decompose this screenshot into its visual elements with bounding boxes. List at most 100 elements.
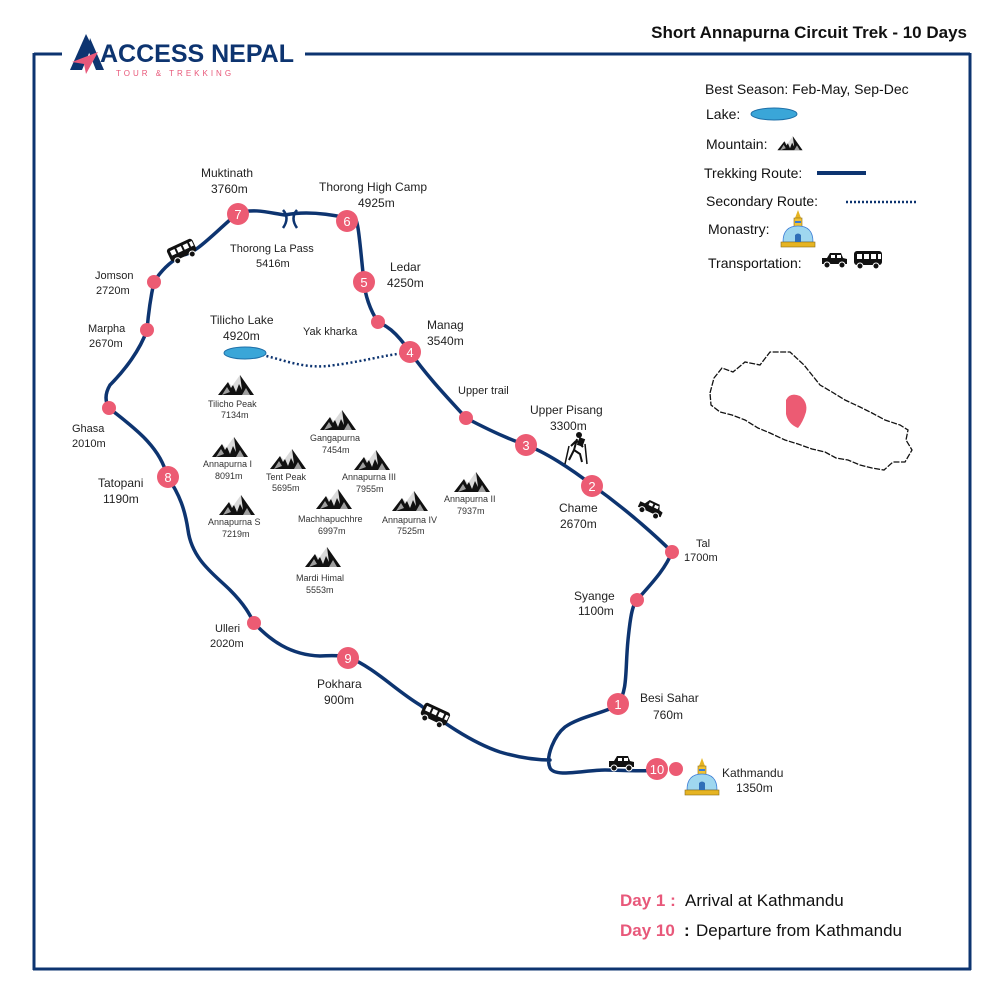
stop-tatopani-alt: 1190m xyxy=(103,492,139,506)
legend-trekking-route-label: Trekking Route: xyxy=(704,165,802,181)
mountain-icon xyxy=(777,136,803,151)
stop-pokhara-alt: 900m xyxy=(324,693,354,707)
waypoint-syange xyxy=(630,593,644,607)
secondary-route xyxy=(261,351,406,368)
mountain-alt: 7134m xyxy=(221,410,249,420)
waypoint-ulleri xyxy=(247,616,261,630)
mountain-name: Tilicho Peak xyxy=(208,399,257,409)
mountain-icon xyxy=(218,375,254,395)
stop-chame-alt: 2670m xyxy=(560,517,597,531)
legend-lake-label: Lake: xyxy=(706,106,740,122)
stop-thorong-high-camp-name: Thorong High Camp xyxy=(319,180,427,194)
stupa-icon xyxy=(684,757,720,796)
day-marker-kathmandu: 10 xyxy=(646,758,668,780)
stop-upper-trail-name: Upper trail xyxy=(458,385,509,397)
day-marker-tatopani: 8 xyxy=(157,466,179,488)
stop-ghasa-alt: 2010m xyxy=(72,438,106,450)
day1-text: Arrival at Kathmandu xyxy=(685,891,844,910)
marker-number: 8 xyxy=(164,470,171,485)
mountain-alt: 7937m xyxy=(457,506,485,516)
legend-monastery-label: Monastry: xyxy=(708,221,769,237)
mountain-name: Annapurna I xyxy=(203,459,252,469)
waypoint-jomson xyxy=(147,275,161,289)
marker-number: 5 xyxy=(360,275,367,290)
mountain-icon xyxy=(219,495,255,515)
stop-marpha-name: Marpha xyxy=(88,323,126,335)
stop-marpha-alt: 2670m xyxy=(89,338,123,350)
lake-icon xyxy=(223,346,267,360)
day-markers: 10 1 2 3 4 5 6 7 8 9 xyxy=(157,203,668,780)
marker-number: 1 xyxy=(614,697,621,712)
stop-tatopani-name: Tatopani xyxy=(98,476,143,490)
stop-labels: Kathmandu 1350m Besi Sahar 760m Syange 1… xyxy=(72,166,783,795)
marker-circle xyxy=(581,475,603,497)
day-marker-chame: 2 xyxy=(581,475,603,497)
lake-icon xyxy=(750,107,798,121)
mountains: Tilicho Peak 7134m Gangapurna 7454m Anna… xyxy=(203,375,496,595)
legend-transportation-label: Transportation: xyxy=(708,255,802,271)
stop-yak-kharka-name: Yak kharka xyxy=(303,326,358,338)
bus-icon xyxy=(853,250,883,270)
mountain-name: Gangapurna xyxy=(310,433,360,443)
stop-jomson-alt: 2720m xyxy=(96,285,130,297)
mountain-alt: 7219m xyxy=(222,529,250,539)
stop-tilicho-lake-alt: 4920m xyxy=(223,329,260,343)
day-marker-thorong-high-camp: 6 xyxy=(336,210,358,232)
legend: Best Season: Feb-May, Sep-Dec Lake: Moun… xyxy=(704,81,918,271)
stop-kathmandu-alt: 1350m xyxy=(736,781,773,795)
waypoint-ghasa xyxy=(102,401,116,415)
marker-number: 3 xyxy=(522,438,529,453)
pass-icon xyxy=(281,209,299,229)
mountain-name: Annapurna IV xyxy=(382,515,437,525)
stop-pokhara-name: Pokhara xyxy=(317,677,362,691)
mountain-icon xyxy=(454,472,490,492)
stop-syange-alt: 1100m xyxy=(578,604,614,618)
mountain-name: Machhapuchhre xyxy=(298,514,363,524)
jeep-icon xyxy=(635,496,666,522)
day-marker-muktinath: 7 xyxy=(227,203,249,225)
waypoint-yak-kharka xyxy=(371,315,385,329)
mountain-alt: 5695m xyxy=(272,483,300,493)
mountain-icon xyxy=(392,491,428,511)
mountain-icon xyxy=(316,489,352,509)
frame xyxy=(32,52,972,971)
marker-circle xyxy=(399,341,421,363)
stop-jomson-name: Jomson xyxy=(95,270,134,282)
stop-thorong-la-name: Thorong La Pass xyxy=(230,243,314,255)
stop-ledar-alt: 4250m xyxy=(387,276,424,290)
mountain-name: Tent Peak xyxy=(266,472,307,482)
marker-circle xyxy=(227,203,249,225)
mountain-name: Annapurna II xyxy=(444,494,496,504)
marker-number: 2 xyxy=(588,479,595,494)
stop-ulleri-alt: 2020m xyxy=(210,638,244,650)
stop-chame-name: Chame xyxy=(559,501,598,515)
marker-number: 10 xyxy=(650,762,664,777)
waypoint-markers xyxy=(102,275,683,776)
stop-ledar-name: Ledar xyxy=(390,260,421,274)
best-season: Best Season: Feb-May, Sep-Dec xyxy=(705,81,909,97)
map-title: Short Annapurna Circuit Trek - 10 Days xyxy=(651,23,967,42)
waypoint-marpha xyxy=(140,323,154,337)
mountain-alt: 7955m xyxy=(356,484,384,494)
marker-number: 9 xyxy=(344,651,351,666)
legend-secondary-route-label: Secondary Route: xyxy=(706,193,818,209)
marker-number: 4 xyxy=(406,345,413,360)
day-marker-pokhara: 9 xyxy=(337,647,359,669)
company-logo: ACCESS NEPAL TOUR & TREKKING xyxy=(70,34,294,78)
stop-syange-name: Syange xyxy=(574,589,615,603)
mountain-icon xyxy=(305,547,341,567)
stop-kathmandu-name: Kathmandu xyxy=(722,766,783,780)
stop-manag-name: Manag xyxy=(427,318,464,332)
waypoint-upper-trail xyxy=(459,411,473,425)
stop-upper-pisang-name: Upper Pisang xyxy=(530,403,603,417)
mountain-icon xyxy=(320,410,356,430)
stop-tal-name: Tal xyxy=(696,538,710,550)
waypoint-kathmandu-dot xyxy=(669,762,683,776)
marker-circle xyxy=(646,758,668,780)
marker-circle xyxy=(337,647,359,669)
legend-mountain-label: Mountain: xyxy=(706,136,767,152)
mountain-icon xyxy=(354,450,390,470)
marker-circle xyxy=(607,693,629,715)
stupa-icon xyxy=(780,209,816,248)
stop-tilicho-lake-name: Tilicho Lake xyxy=(210,313,274,327)
